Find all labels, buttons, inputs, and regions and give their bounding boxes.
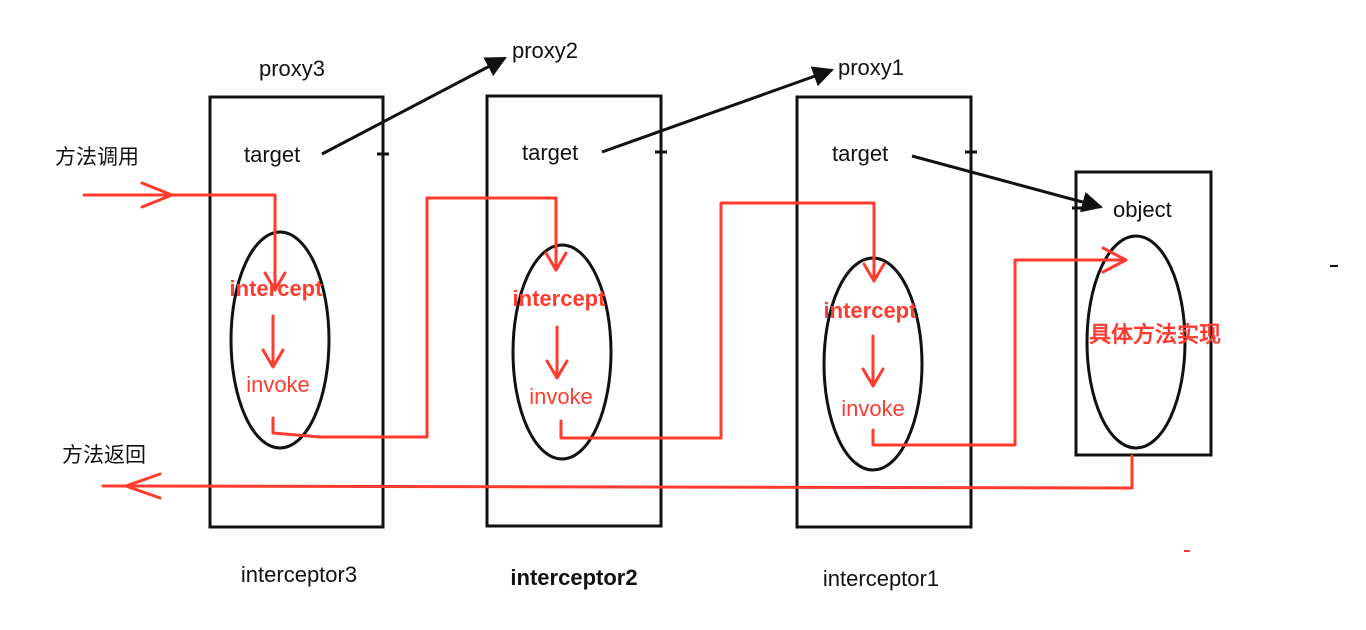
- proxy3-label: proxy3: [259, 56, 325, 81]
- object-ellipse: [1085, 234, 1187, 450]
- interceptor2-name: interceptor2: [510, 565, 637, 590]
- interceptor1-name: interceptor1: [823, 566, 939, 591]
- target-arrow-1: [911, 154, 1104, 213]
- interceptor2-invoke-label: invoke: [529, 384, 593, 409]
- interceptor2-box: [485, 94, 663, 528]
- interceptor1-intercept-label: intercept: [824, 298, 918, 323]
- interceptor3-invoke-label: invoke: [246, 372, 310, 397]
- interceptor3-box: [208, 95, 385, 529]
- object-box: [1074, 170, 1213, 457]
- proxy2-label: proxy2: [512, 38, 578, 63]
- object-label: object: [1113, 197, 1172, 222]
- interceptor3-intercept-label: intercept: [230, 276, 324, 301]
- interceptor3-name: interceptor3: [241, 562, 357, 587]
- proxy1-label: proxy1: [838, 55, 904, 80]
- interceptor2-target-label: target: [522, 140, 578, 165]
- interceptor3-target-label: target: [244, 142, 300, 167]
- call-flow-path: [82, 181, 1134, 500]
- interceptor1-target-label: target: [832, 141, 888, 166]
- interceptor2-ellipse: [511, 243, 613, 461]
- interceptor1-box: [795, 95, 973, 529]
- object-impl-label: 具体方法实现: [1089, 322, 1221, 348]
- method-return-label: 方法返回: [62, 443, 146, 467]
- target-arrow-2: [601, 66, 834, 154]
- target-arrow-3: [321, 56, 507, 156]
- interceptor1-invoke-label: invoke: [841, 396, 905, 421]
- interceptor3-ellipse: [229, 230, 331, 450]
- method-call-label: 方法调用: [55, 145, 139, 169]
- interceptor2-intercept-label: intercept: [513, 286, 607, 311]
